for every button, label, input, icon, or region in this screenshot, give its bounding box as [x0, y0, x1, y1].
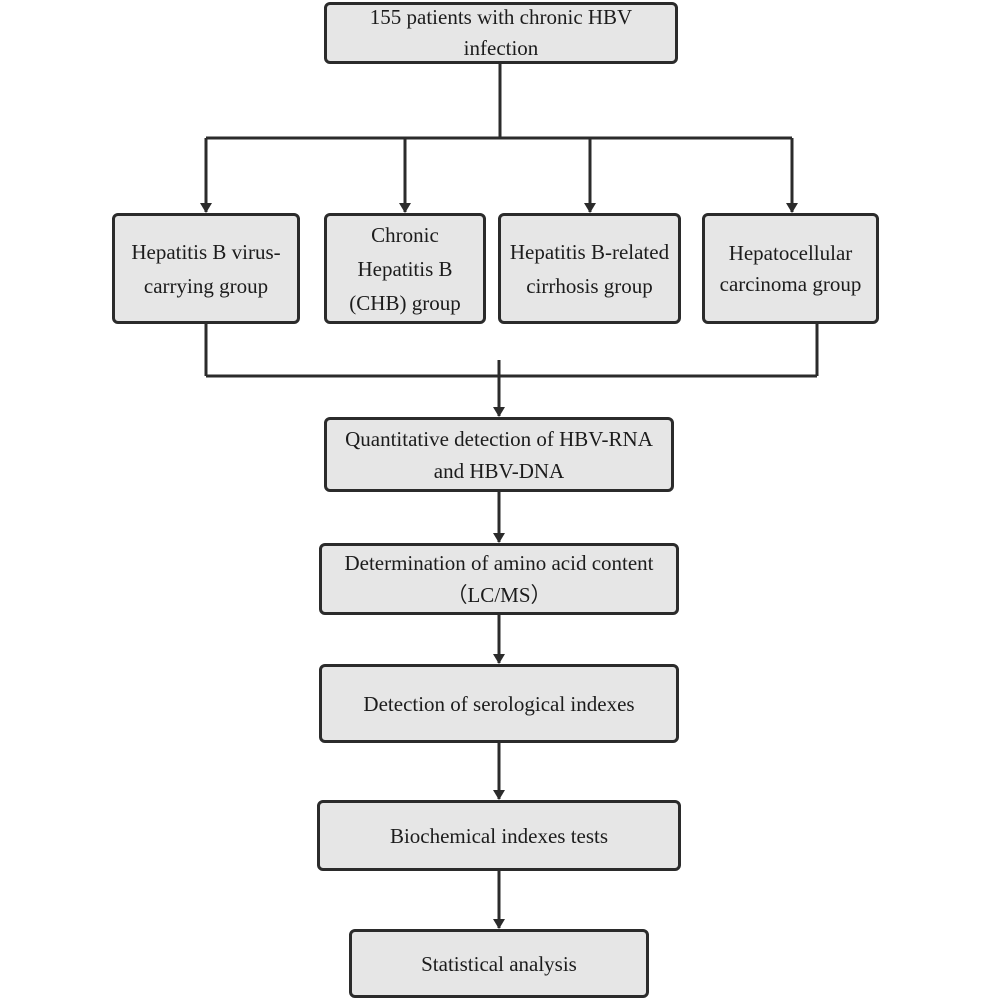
- group-box-virus-carrying: Hepatitis B virus-carrying group: [112, 213, 300, 324]
- group-box-cirrhosis: Hepatitis B-related cirrhosis group: [498, 213, 681, 324]
- group-label-chb: Chronic Hepatitis B (CHB) group: [349, 222, 461, 315]
- group-box-hepatocellular-carcinoma: Hepatocellular carcinoma group: [702, 213, 879, 324]
- step-label-biochemical: Biochemical indexes tests: [389, 823, 609, 848]
- step-box-amino-acid: Determination of amino acid content（LC/M…: [319, 543, 679, 615]
- group-box-chb: Chronic Hepatitis B (CHB) group: [324, 213, 486, 324]
- step-box-biochemical: Biochemical indexes tests: [317, 800, 681, 871]
- start-patients-label: 155 patients with chronic HBV infection: [369, 5, 633, 60]
- start-patients-box: 155 patients with chronic HBV infection: [324, 2, 678, 64]
- step-box-serological: Detection of serological indexes: [319, 664, 679, 743]
- step-label-amino-acid: Determination of amino acid content（LC/M…: [344, 551, 654, 607]
- step-label-serological: Detection of serological indexes: [363, 691, 635, 716]
- step-label-statistical: Statistical analysis: [421, 951, 577, 976]
- step-box-quantitative-detection: Quantitative detection of HBV-RNA and HB…: [324, 417, 674, 492]
- group-label-virus-carrying: Hepatitis B virus-carrying group: [131, 239, 281, 298]
- step-label-quantitative-detection: Quantitative detection of HBV-RNA and HB…: [345, 426, 653, 483]
- step-box-statistical: Statistical analysis: [349, 929, 649, 998]
- group-label-cirrhosis: Hepatitis B-related cirrhosis group: [509, 239, 670, 298]
- group-label-hepatocellular-carcinoma: Hepatocellular carcinoma group: [719, 240, 862, 296]
